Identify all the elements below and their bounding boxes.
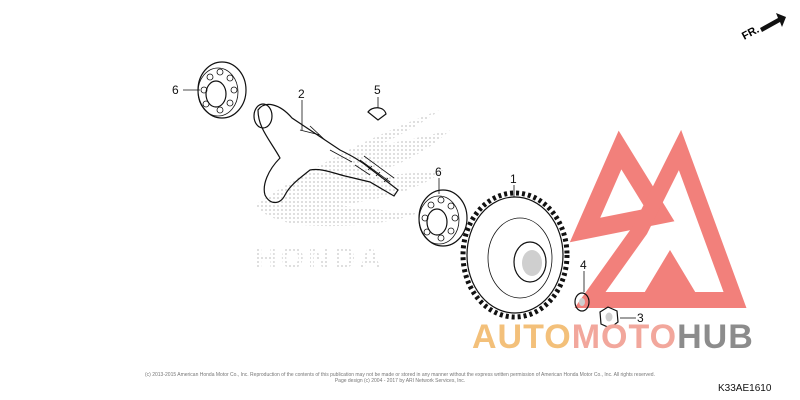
balancer-shaft bbox=[253, 103, 399, 204]
brand-moto: MOTO bbox=[571, 318, 678, 356]
callout-3: 3 bbox=[637, 311, 644, 325]
bearing-top bbox=[197, 61, 247, 119]
brand-hub: HUB bbox=[677, 318, 754, 356]
copyright-notice: (c) 2013-2015 American Honda Motor Co., … bbox=[0, 372, 800, 384]
balancer-gear bbox=[460, 190, 570, 320]
callout-2: 2 bbox=[298, 87, 305, 101]
automotohub-logo-icon bbox=[569, 129, 747, 308]
callout-leaders bbox=[183, 89, 636, 319]
brand-auto: AUTO bbox=[472, 318, 572, 356]
copyright-line-2: Page design (c) 2004 - 2017 by ARI Netwo… bbox=[334, 378, 466, 384]
front-direction-arrow-icon bbox=[760, 13, 786, 32]
nut bbox=[599, 306, 619, 329]
honda-wing-watermark: HONDA bbox=[255, 110, 450, 275]
callout-4: 4 bbox=[580, 258, 587, 272]
diagram-code: K33AE1610 bbox=[718, 383, 772, 394]
woodruff-key bbox=[367, 107, 387, 121]
callout-6-middle: 6 bbox=[435, 165, 442, 179]
honda-watermark-text: HONDA bbox=[255, 242, 385, 275]
bearing-middle bbox=[418, 189, 468, 247]
washer bbox=[574, 292, 590, 312]
callout-5: 5 bbox=[374, 83, 381, 97]
callout-1: 1 bbox=[510, 172, 517, 186]
copyright-line-1: (c) 2013-2015 American Honda Motor Co., … bbox=[145, 372, 655, 378]
automotohub-wordmark: AUTOMOTOHUB bbox=[472, 318, 754, 357]
callout-6-top: 6 bbox=[172, 83, 179, 97]
